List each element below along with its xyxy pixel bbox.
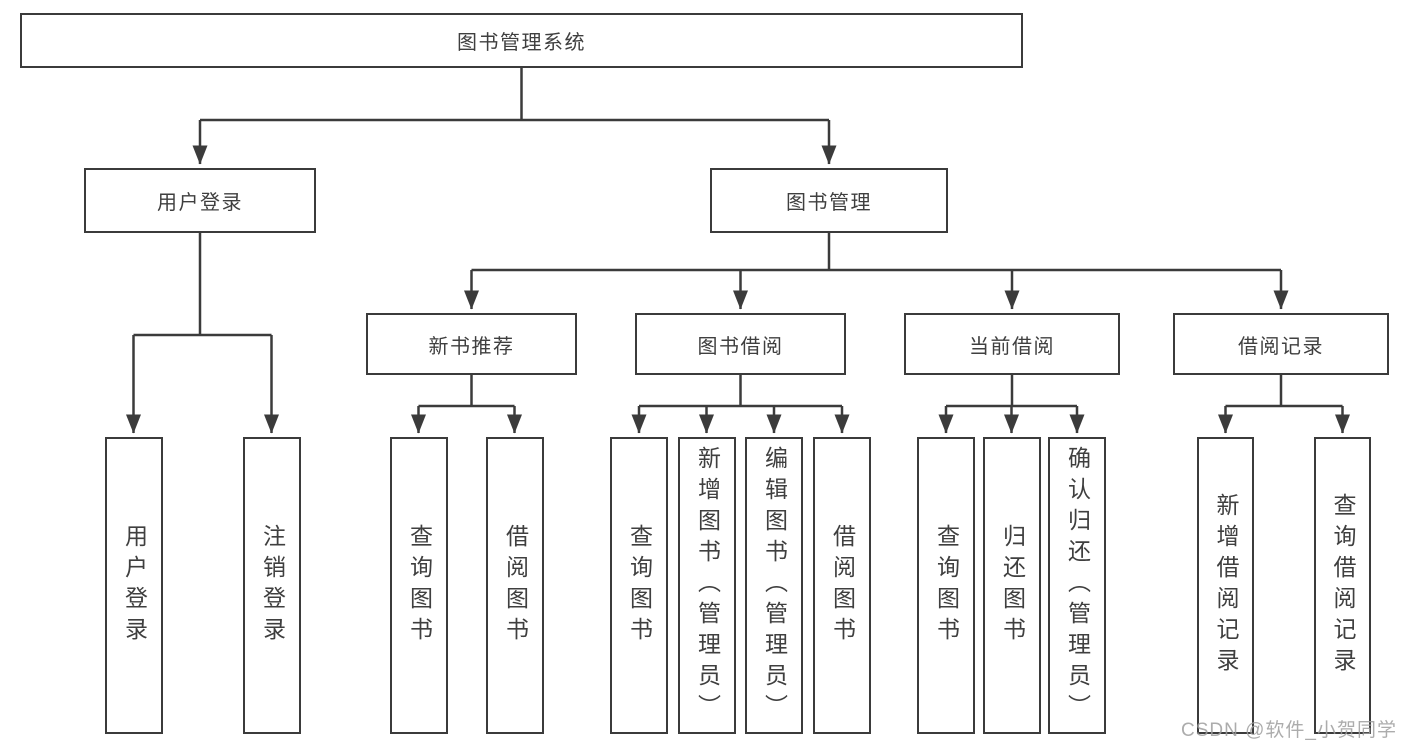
leaf-add-books-admin-label: 新增图书（管理员） [694,446,721,725]
node-borrow-records-label: 借阅记录 [1238,335,1324,358]
node-borrow-records: 借阅记录 [1173,313,1389,375]
leaf-add-books-admin: 新增图书（管理员） [678,437,736,734]
node-library-system-label: 图书管理系统 [457,32,586,54]
leaf-recommend-borrow-books: 借阅图书 [486,437,544,734]
node-book-management-label: 图书管理 [786,192,872,214]
leaf-confirm-return-admin: 确认归还（管理员） [1048,437,1106,734]
edges-book-management [464,233,1289,310]
node-book-management: 图书管理 [710,168,948,233]
leaf-borrowing-query-books: 查询图书 [610,437,668,734]
node-current-borrowing: 当前借阅 [904,313,1120,375]
node-book-borrowing-label: 图书借阅 [697,335,784,358]
leaf-query-borrow-record: 查询借阅记录 [1314,437,1371,734]
leaf-recommend-query-books-label: 查询图书 [406,523,433,648]
edges-current-borrowing [938,375,1085,434]
leaf-user-login: 用户登录 [105,437,163,734]
node-user-login-label: 用户登录 [157,192,243,214]
csdn-watermark: CSDN @软件_小贺同学 [1181,720,1397,741]
edges-root-to-level2 [192,68,837,165]
edges-borrow-records [1218,375,1350,434]
node-current-borrowing-label: 当前借阅 [969,335,1055,358]
node-user-login: 用户登录 [84,168,316,233]
leaf-logout: 注销登录 [243,437,301,734]
leaf-current-query-books-label: 查询图书 [933,523,960,648]
leaf-borrow-books-label: 借阅图书 [829,523,856,648]
leaf-recommend-borrow-books-label: 借阅图书 [502,523,529,648]
node-new-book-recommend: 新书推荐 [366,313,577,375]
leaf-edit-books-admin: 编辑图书（管理员） [745,437,803,734]
leaf-current-query-books: 查询图书 [917,437,975,734]
leaf-user-login-label: 用户登录 [121,523,148,648]
leaf-add-borrow-record: 新增借阅记录 [1197,437,1254,734]
node-library-system: 图书管理系统 [20,13,1023,68]
edges-user-login [126,233,279,434]
node-new-book-recommend-label: 新书推荐 [428,335,515,358]
leaf-confirm-return-admin-label: 确认归还（管理员） [1064,446,1091,725]
edges-new-book-recommend [411,375,522,434]
leaf-edit-books-admin-label: 编辑图书（管理员） [761,446,788,725]
leaf-query-borrow-record-label: 查询借阅记录 [1330,492,1356,679]
leaf-recommend-query-books: 查询图书 [390,437,448,734]
leaf-return-books: 归还图书 [983,437,1041,734]
leaf-logout-label: 注销登录 [259,523,286,648]
node-book-borrowing: 图书借阅 [635,313,846,375]
leaf-borrow-books: 借阅图书 [813,437,871,734]
edges-book-borrowing [631,375,850,434]
leaf-return-books-label: 归还图书 [999,523,1026,648]
leaf-add-borrow-record-label: 新增借阅记录 [1213,492,1239,679]
leaf-borrowing-query-books-label: 查询图书 [626,523,653,648]
